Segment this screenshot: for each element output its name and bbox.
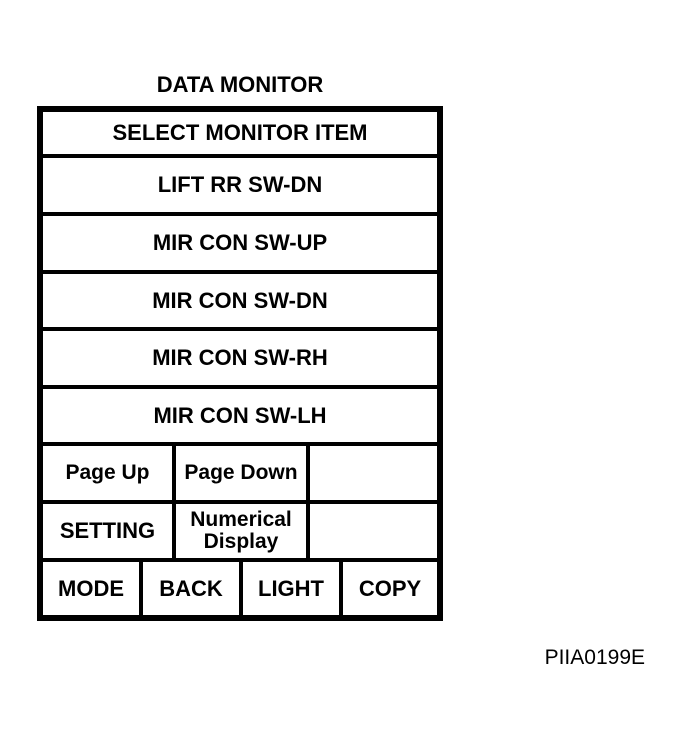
select-monitor-item-header: SELECT MONITOR ITEM (43, 112, 437, 154)
light-button[interactable]: LIGHT (243, 562, 339, 615)
page-up-button[interactable]: Page Up (43, 446, 172, 500)
mode-button[interactable]: MODE (43, 562, 139, 615)
monitor-item-mir-con-sw-dn[interactable]: MIR CON SW-DN (43, 274, 437, 327)
back-button[interactable]: BACK (143, 562, 239, 615)
monitor-item-mir-con-sw-rh[interactable]: MIR CON SW-RH (43, 331, 437, 385)
copy-button[interactable]: COPY (343, 562, 437, 615)
monitor-item-mir-con-sw-up[interactable]: MIR CON SW-UP (43, 216, 437, 270)
setting-button[interactable]: SETTING (43, 504, 172, 558)
screen-title: DATA MONITOR (156, 72, 324, 97)
blank-key-1 (310, 446, 437, 500)
numerical-display-button[interactable]: Numerical Display (176, 504, 306, 558)
page-down-button[interactable]: Page Down (176, 446, 306, 500)
monitor-item-lift-rr-sw-dn[interactable]: LIFT RR SW-DN (43, 158, 437, 212)
data-monitor-panel: SELECT MONITOR ITEM LIFT RR SW-DN MIR CO… (37, 106, 443, 621)
blank-key-2 (310, 504, 437, 558)
figure-code: PIIA0199E (544, 646, 645, 669)
monitor-item-mir-con-sw-lh[interactable]: MIR CON SW-LH (43, 389, 437, 442)
